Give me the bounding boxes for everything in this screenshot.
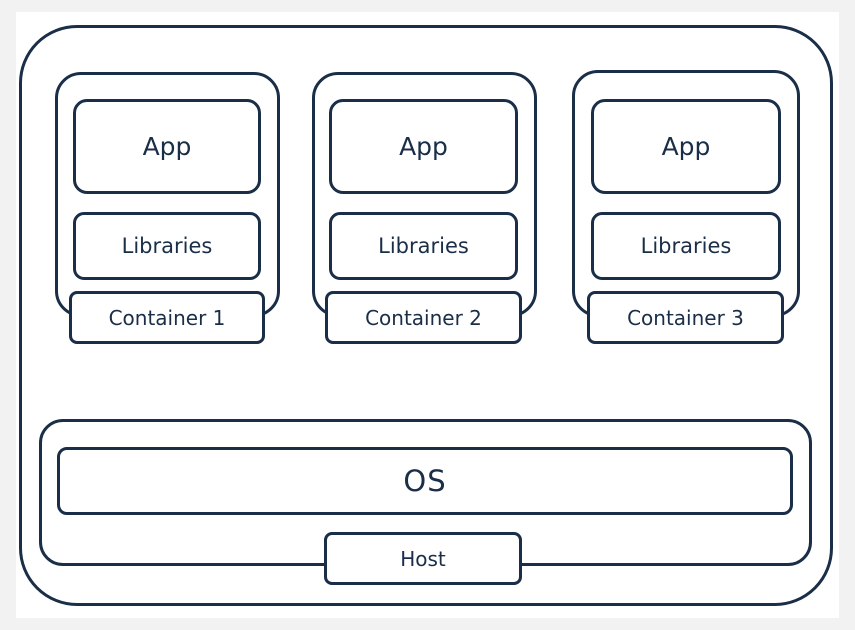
container-2-name-tag: Container 2 — [325, 291, 522, 344]
container-3-app-label: App — [661, 132, 711, 161]
container-1-libraries-label: Libraries — [121, 234, 213, 258]
container-2-libraries-label: Libraries — [378, 234, 469, 258]
container-2-name-label: Container 2 — [365, 305, 482, 330]
container-2-libraries-box: Libraries — [329, 212, 518, 280]
container-1-name-label: Container 1 — [108, 305, 226, 330]
host-tag: Host — [324, 532, 522, 585]
container-2-app-label: App — [399, 132, 448, 161]
container-3-name-label: Container 3 — [627, 305, 744, 330]
os-box: OS — [57, 447, 793, 515]
container-1-name-tag: Container 1 — [69, 291, 265, 344]
container-3-app-box: App — [591, 99, 781, 194]
container-3-name-tag: Container 3 — [587, 291, 784, 344]
container-1-app-box: App — [73, 99, 261, 194]
container-2-app-box: App — [329, 99, 518, 194]
diagram-canvas: App Libraries Container 1 App Libraries … — [16, 12, 839, 618]
container-1-libraries-box: Libraries — [73, 212, 261, 280]
container-1-app-label: App — [142, 132, 192, 161]
host-label: Host — [400, 546, 446, 571]
container-3-libraries-box: Libraries — [591, 212, 781, 280]
os-label: OS — [403, 464, 447, 498]
container-3-libraries-label: Libraries — [640, 234, 732, 258]
